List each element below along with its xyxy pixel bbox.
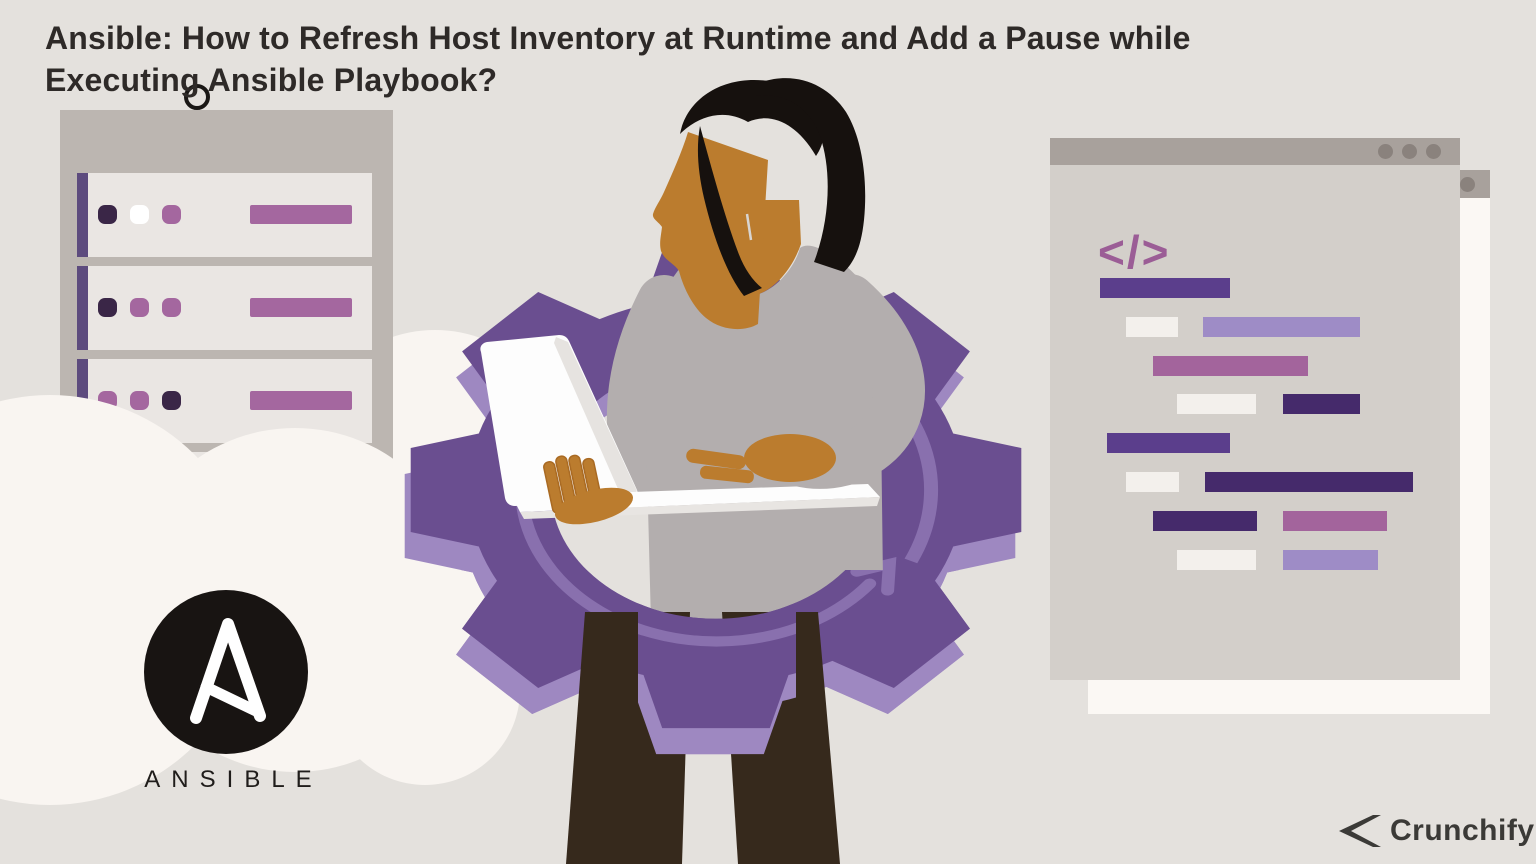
window-control-dot [1426, 144, 1441, 159]
code-bar-dark_purple [1283, 394, 1360, 414]
code-bar-mauve [1283, 511, 1387, 531]
ansible-a-icon [190, 618, 266, 724]
code-bar-mauve [1153, 356, 1308, 376]
hair-ponytail [680, 78, 866, 296]
code-bar-dark_purple [1153, 511, 1257, 531]
code-bar-dark_purple [1205, 472, 1413, 492]
window-control-dot [1378, 144, 1393, 159]
left-hand [543, 454, 634, 525]
rack-accent-bar [77, 266, 88, 350]
ansible-logo [144, 590, 308, 754]
code-bar-lavender [1283, 550, 1378, 570]
code-bar-white [1126, 317, 1178, 337]
rack-label-bar [250, 205, 352, 224]
rack-label-bar [250, 391, 352, 410]
front-window-titlebar [1050, 138, 1460, 165]
woman-figure [480, 78, 925, 662]
rack-status-dot-medium [130, 298, 149, 317]
title-line-1: Ansible: How to Refresh Host Inventory a… [45, 20, 1191, 56]
crunchify-arrow-icon [1339, 815, 1381, 847]
code-window-body: </> [1050, 165, 1460, 680]
rack-status-dot-medium [130, 391, 149, 410]
code-bar-white [1177, 550, 1256, 570]
rack-status-dot-white [130, 205, 149, 224]
right-hand [686, 434, 836, 484]
crunchify-branding: Crunchify [1336, 814, 1535, 848]
decorative-ring [184, 84, 210, 110]
window-control-dot [1460, 177, 1475, 192]
rack-status-dot-dark [162, 391, 181, 410]
code-tag-icon: </> [1098, 226, 1171, 278]
server-rack-slat [77, 266, 372, 350]
earring [745, 213, 753, 241]
server-rack-slat [77, 173, 372, 257]
ansible-wordmark: ANSIBLE [144, 766, 323, 793]
code-bar-white [1177, 394, 1256, 414]
title-line-2: Executing Ansible Playbook? [45, 61, 498, 98]
code-bar-purple [1100, 278, 1230, 298]
rack-label-bar [250, 298, 352, 317]
rack-status-dot-dark [98, 205, 117, 224]
rack-accent-bar [77, 173, 88, 257]
page-title: Ansible: How to Refresh Host Inventory a… [45, 18, 1365, 101]
window-control-dot [1402, 144, 1417, 159]
code-bar-lavender [1203, 317, 1360, 337]
code-window-front: </> [1050, 138, 1460, 680]
laptop-screen-edge [554, 337, 637, 501]
code-bar-white [1126, 472, 1179, 492]
rack-status-dot-medium [162, 298, 181, 317]
rack-status-dot-dark [98, 298, 117, 317]
laptop-screen [480, 335, 638, 506]
crunchify-label: Crunchify [1390, 814, 1535, 847]
code-bar-purple [1107, 433, 1230, 453]
rack-status-dot-medium [162, 205, 181, 224]
